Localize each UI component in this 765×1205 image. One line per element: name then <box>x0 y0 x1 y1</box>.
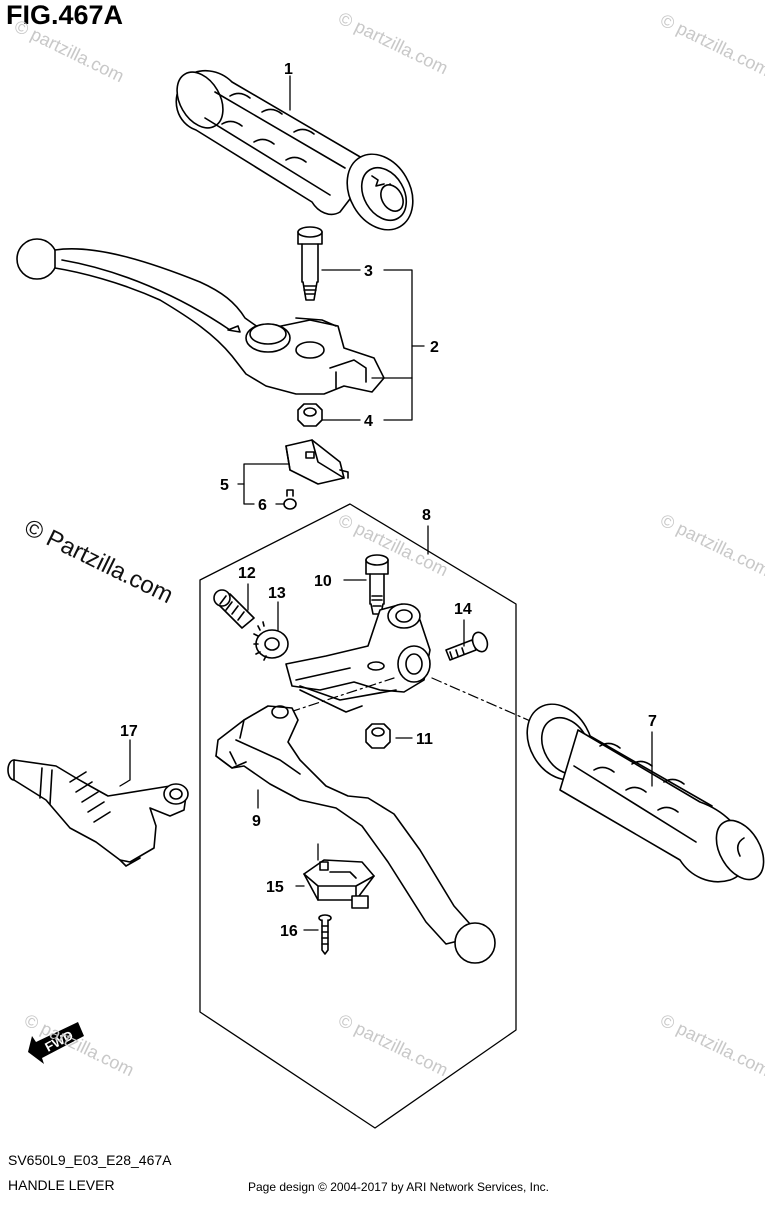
page-credit: Page design © 2004-2017 by ARI Network S… <box>248 1180 550 1194</box>
switch-screw-part[interactable] <box>283 489 297 510</box>
grip-left-part[interactable] <box>168 64 426 242</box>
switch-screw-2-part[interactable] <box>318 914 332 955</box>
lock-ring-part[interactable] <box>253 621 289 661</box>
clutch-lever-part[interactable] <box>215 705 496 964</box>
callout-11: 11 <box>416 731 433 748</box>
callout-12: 12 <box>238 565 256 582</box>
callout-10: 10 <box>314 573 332 590</box>
clutch-switch-part[interactable] <box>303 859 375 909</box>
callout-numbers: 1 2 3 4 5 6 7 8 9 10 11 12 13 14 15 16 1… <box>120 61 657 940</box>
grip-right-part[interactable] <box>514 692 765 887</box>
clutch-nut-part[interactable] <box>365 723 391 749</box>
callout-13: 13 <box>268 585 286 602</box>
holder-bolt-part[interactable] <box>445 630 490 661</box>
figure-title: FIG.467A <box>6 0 124 30</box>
callout-2: 2 <box>430 339 439 356</box>
figure-name: HANDLE LEVER <box>8 1177 115 1193</box>
clutch-bolt-part[interactable] <box>365 554 389 615</box>
clutch-holder-part[interactable] <box>285 603 431 713</box>
pivot-bolt-part[interactable] <box>297 226 323 301</box>
cable-boot-part[interactable] <box>7 759 189 867</box>
callout-5: 5 <box>220 477 229 494</box>
callout-9: 9 <box>252 813 261 830</box>
assembly-axis-line-2 <box>289 677 395 713</box>
brake-lever-part[interactable] <box>16 238 385 395</box>
clutch-set-outline <box>199 503 517 1129</box>
callout-15: 15 <box>266 879 284 896</box>
callout-1: 1 <box>284 61 293 78</box>
pivot-nut-part[interactable] <box>297 403 323 427</box>
callout-14: 14 <box>454 601 472 618</box>
callout-3: 3 <box>364 263 373 280</box>
adjuster-part[interactable] <box>213 589 255 629</box>
callout-17: 17 <box>120 723 138 740</box>
callout-16: 16 <box>280 923 298 940</box>
brake-switch-part[interactable] <box>285 439 349 485</box>
callout-7: 7 <box>648 713 657 730</box>
figure-code: SV650L9_E03_E28_467A <box>8 1152 172 1168</box>
callout-4: 4 <box>364 413 373 430</box>
bracket-lines <box>119 75 653 931</box>
callout-6: 6 <box>258 497 267 514</box>
callout-8: 8 <box>422 507 431 524</box>
